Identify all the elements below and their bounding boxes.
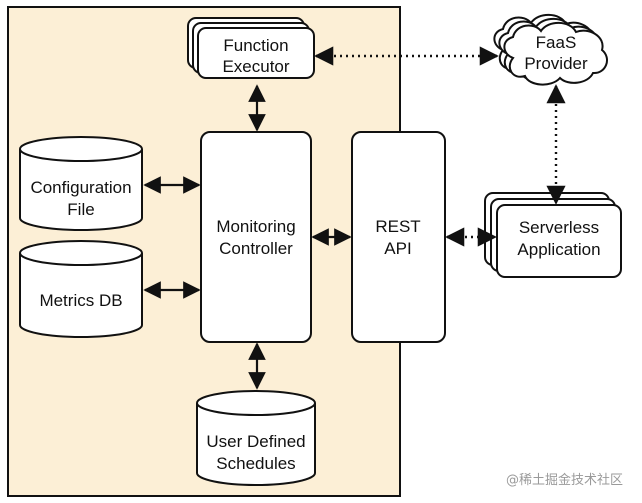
configuration-file-label-line1: Configuration: [30, 178, 131, 197]
faas-provider-label-line1: FaaS: [536, 33, 577, 52]
user-defined-schedules-cylinder: User Defined Schedules: [196, 390, 316, 486]
function-executor-label-line2: Executor: [222, 57, 289, 76]
metrics-db-label: Metrics DB: [39, 291, 122, 310]
serverless-application-label-line2: Application: [517, 240, 600, 259]
monitoring-controller-node: Monitoring Controller: [200, 131, 312, 343]
faas-provider-cloud: FaaS Provider: [493, 13, 608, 86]
configuration-file-cylinder: Configuration File: [19, 136, 143, 231]
rest-api-label-line2: API: [384, 239, 411, 258]
monitoring-controller-label-line1: Monitoring: [216, 217, 295, 236]
function-executor-node: Function Executor: [187, 17, 315, 79]
rest-api-node: REST API: [351, 131, 446, 343]
metrics-db-cylinder: Metrics DB: [19, 240, 143, 338]
function-executor-label-line1: Function: [223, 36, 288, 55]
watermark-text: @稀土掘金技术社区: [506, 472, 623, 488]
serverless-application-node: Serverless Application: [484, 192, 622, 278]
serverless-application-label-line1: Serverless: [519, 218, 599, 237]
configuration-file-label-line2: File: [67, 200, 94, 219]
user-defined-schedules-label-line2: Schedules: [216, 454, 295, 473]
rest-api-label-line1: REST: [375, 217, 420, 236]
monitoring-controller-label-line2: Controller: [219, 239, 293, 258]
faas-provider-label-line2: Provider: [524, 54, 588, 73]
user-defined-schedules-label-line1: User Defined: [206, 432, 305, 451]
